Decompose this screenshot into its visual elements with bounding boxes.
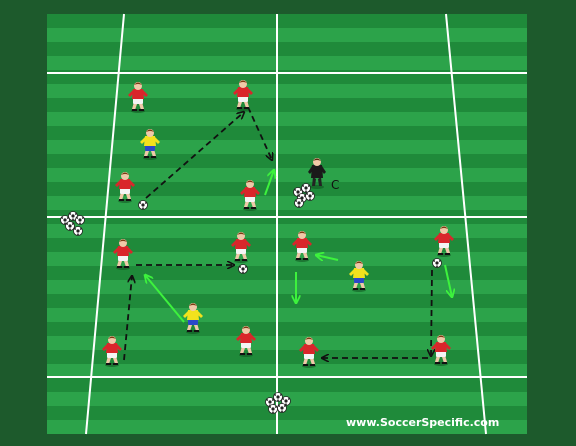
grass-stripe (47, 420, 527, 434)
run-arrows (145, 170, 452, 323)
pass-arrow (123, 276, 132, 361)
pass-arrows (123, 106, 432, 361)
grass-stripe (47, 336, 527, 350)
watermark: www.SoccerSpecific.com (346, 416, 500, 429)
grass-stripe (47, 224, 527, 238)
vertical-line-right (445, 13, 487, 435)
vertical-line-left (85, 13, 125, 435)
ball (238, 264, 248, 274)
pass-arrow (431, 269, 432, 356)
pitch (47, 14, 527, 434)
grass-stripe (47, 308, 527, 322)
grass-stripe (47, 364, 527, 378)
run-arrow (444, 264, 452, 297)
grass-stripe (47, 28, 527, 42)
run-arrow (264, 170, 274, 196)
ball (138, 200, 148, 210)
ball (432, 258, 442, 268)
pass-arrow (145, 112, 244, 199)
run-arrow (316, 255, 339, 260)
field-lines (47, 13, 527, 435)
grass-stripe (47, 140, 527, 154)
grass-stripe (47, 84, 527, 98)
grass-stripe (47, 252, 527, 266)
coach-label: C (331, 178, 339, 192)
grass-stripe (47, 112, 527, 126)
grass-stripe (47, 56, 527, 70)
run-arrow (145, 275, 185, 323)
grass-stripe (47, 280, 527, 294)
grass-stripe (47, 196, 527, 210)
grass-stripe (47, 168, 527, 182)
